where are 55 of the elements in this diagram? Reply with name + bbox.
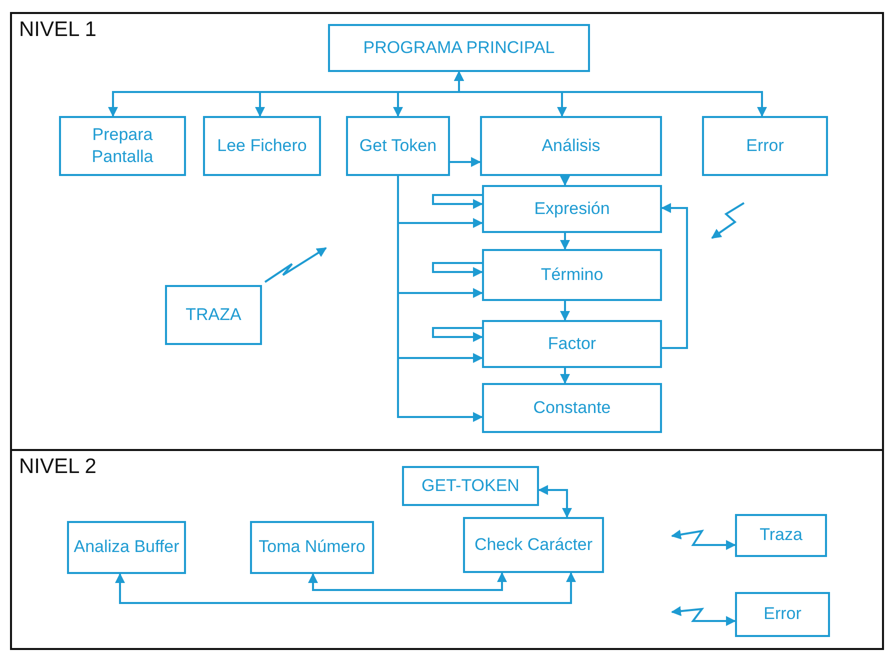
- module-box: [482, 320, 662, 368]
- module-label: Traza: [760, 524, 802, 546]
- level-heading: NIVEL 1: [19, 18, 96, 42]
- level-heading: NIVEL 2: [19, 455, 96, 479]
- module-label: Get Token: [359, 134, 437, 157]
- module-box: [735, 592, 830, 637]
- module-label: TRAZA: [186, 304, 242, 326]
- arrow: [560, 176, 570, 186]
- module-label: Término: [540, 264, 604, 286]
- module-box: [59, 116, 186, 176]
- module-label: Error: [764, 603, 802, 626]
- arrow: [432, 262, 483, 277]
- module-box: [735, 514, 827, 557]
- zigzag-arrow: [264, 247, 327, 283]
- module-box: [250, 521, 374, 574]
- module-label: Error: [746, 134, 784, 157]
- module-box: [482, 383, 662, 433]
- zigzag-arrow: [671, 530, 736, 550]
- arrow: [115, 572, 576, 604]
- module-label: GET-TOKEN: [422, 474, 520, 497]
- zigzag-arrow: [671, 606, 736, 626]
- module-box: [346, 116, 450, 176]
- module-box: [480, 116, 662, 176]
- module-label: Constante: [533, 396, 611, 419]
- arrow: [450, 157, 481, 167]
- module-box: [702, 116, 828, 176]
- module-label: Toma Número: [258, 536, 366, 558]
- arrow: [538, 485, 572, 518]
- level-panel: [10, 12, 884, 451]
- module-label: Check Carácter: [474, 534, 593, 556]
- module-box: [482, 185, 662, 233]
- arrow: [661, 203, 688, 349]
- module-box: [402, 466, 539, 506]
- module-box: [203, 116, 321, 176]
- module-label: Factor: [548, 332, 596, 355]
- level-panel: [10, 449, 884, 650]
- arrow: [397, 176, 483, 422]
- arrow: [454, 71, 767, 117]
- module-label: Análisis: [542, 134, 600, 157]
- arrow: [308, 572, 507, 591]
- arrow: [560, 368, 570, 384]
- module-label: Analiza Buffer: [74, 536, 180, 558]
- module-box: [463, 517, 604, 573]
- module-box: [67, 521, 186, 574]
- arrow: [432, 194, 483, 209]
- arrow: [560, 301, 570, 321]
- module-label: Expresión: [534, 198, 610, 220]
- arrow: [432, 327, 483, 342]
- module-label: PROGRAMA PRINCIPAL: [363, 36, 555, 59]
- module-box: [165, 285, 262, 345]
- module-box: [328, 24, 590, 72]
- module-label: Prepara Pantalla: [90, 124, 154, 168]
- module-label: Lee Fichero: [217, 134, 307, 157]
- module-box: [482, 249, 662, 301]
- arrow: [560, 233, 570, 250]
